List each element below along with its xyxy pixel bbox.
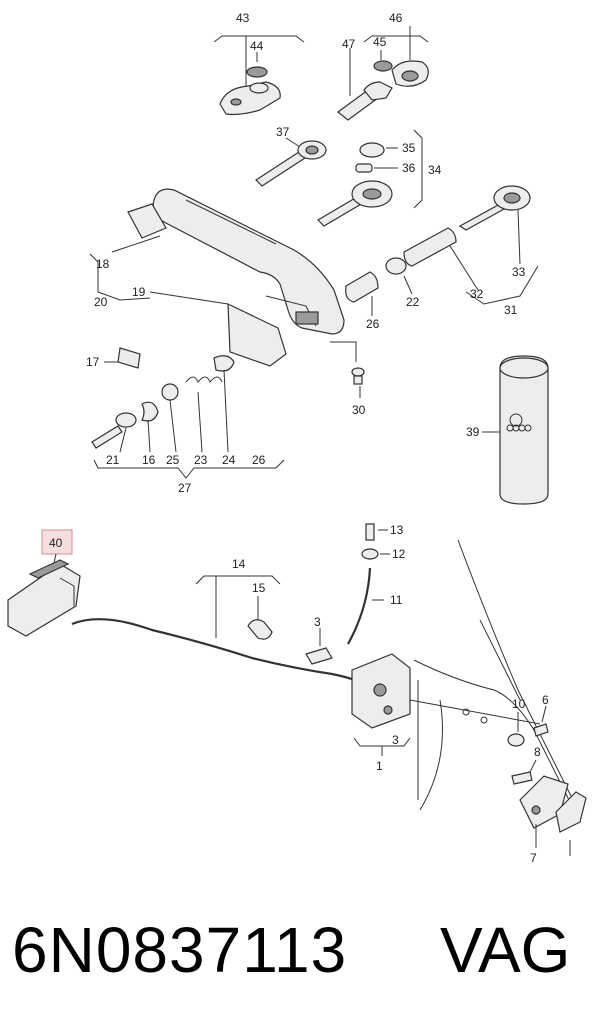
label-43: 43	[236, 11, 250, 25]
label-31: 31	[504, 303, 518, 317]
striker-assembly	[507, 705, 587, 856]
label-30: 30	[352, 403, 366, 417]
label-36: 36	[402, 161, 416, 175]
label-24: 24	[222, 453, 236, 467]
highlight-box-40	[41, 529, 73, 555]
small-parts-set	[91, 347, 285, 479]
label-10: 10	[512, 697, 526, 711]
label-23: 23	[194, 453, 208, 467]
screw-30	[330, 341, 365, 398]
label-22: 22	[406, 295, 420, 309]
label-20: 20	[94, 295, 108, 309]
label-13: 13	[390, 523, 404, 537]
label-33: 33	[512, 265, 526, 279]
label-27: 27	[178, 481, 192, 495]
label-35: 35	[402, 141, 416, 155]
label-11: 11	[390, 593, 403, 607]
bowden-cable	[71, 618, 369, 689]
lock-cylinder	[345, 185, 539, 316]
key-37	[255, 137, 327, 187]
part-number: 6N0837113	[12, 914, 348, 986]
label-45: 45	[373, 35, 387, 49]
label-46: 46	[389, 11, 403, 25]
key-fob-43	[213, 35, 305, 116]
label-26-row: 26	[252, 453, 266, 467]
label-40: 40	[49, 536, 63, 550]
label-1: 1	[376, 759, 383, 773]
label-15: 15	[252, 581, 266, 595]
key-fob-46	[337, 26, 429, 121]
brand-name: VAG	[440, 914, 571, 986]
inner-handle-40	[7, 553, 81, 637]
clip-15	[247, 596, 273, 640]
door-lock-1	[351, 653, 411, 756]
label-39: 39	[466, 425, 480, 439]
label-44: 44	[250, 39, 264, 53]
label-8: 8	[534, 745, 541, 759]
label-3-lock: 3	[392, 733, 399, 747]
label-37: 37	[276, 125, 290, 139]
grease-can-39	[482, 355, 549, 505]
label-14: 14	[232, 557, 246, 571]
footer: 6N0837113 VAG	[0, 890, 600, 1010]
label-32: 32	[470, 287, 484, 301]
door-frame	[409, 539, 579, 811]
label-47: 47	[342, 37, 356, 51]
label-34: 34	[428, 163, 442, 177]
label-21: 21	[106, 453, 120, 467]
rod-assembly	[347, 523, 390, 645]
label-18: 18	[96, 257, 110, 271]
label-26-top: 26	[366, 317, 380, 331]
label-6: 6	[542, 693, 549, 707]
label-19: 19	[132, 285, 146, 299]
label-3-top: 3	[314, 615, 321, 629]
label-7: 7	[530, 851, 537, 865]
label-16: 16	[142, 453, 156, 467]
connector-3	[305, 628, 333, 665]
label-12: 12	[392, 547, 406, 561]
exploded-parts-diagram: 43 44 46 45 47 37 35 36 34	[7, 11, 587, 865]
key-34	[317, 129, 423, 227]
label-25: 25	[166, 453, 180, 467]
door-handle	[89, 188, 345, 367]
label-17: 17	[86, 355, 100, 369]
